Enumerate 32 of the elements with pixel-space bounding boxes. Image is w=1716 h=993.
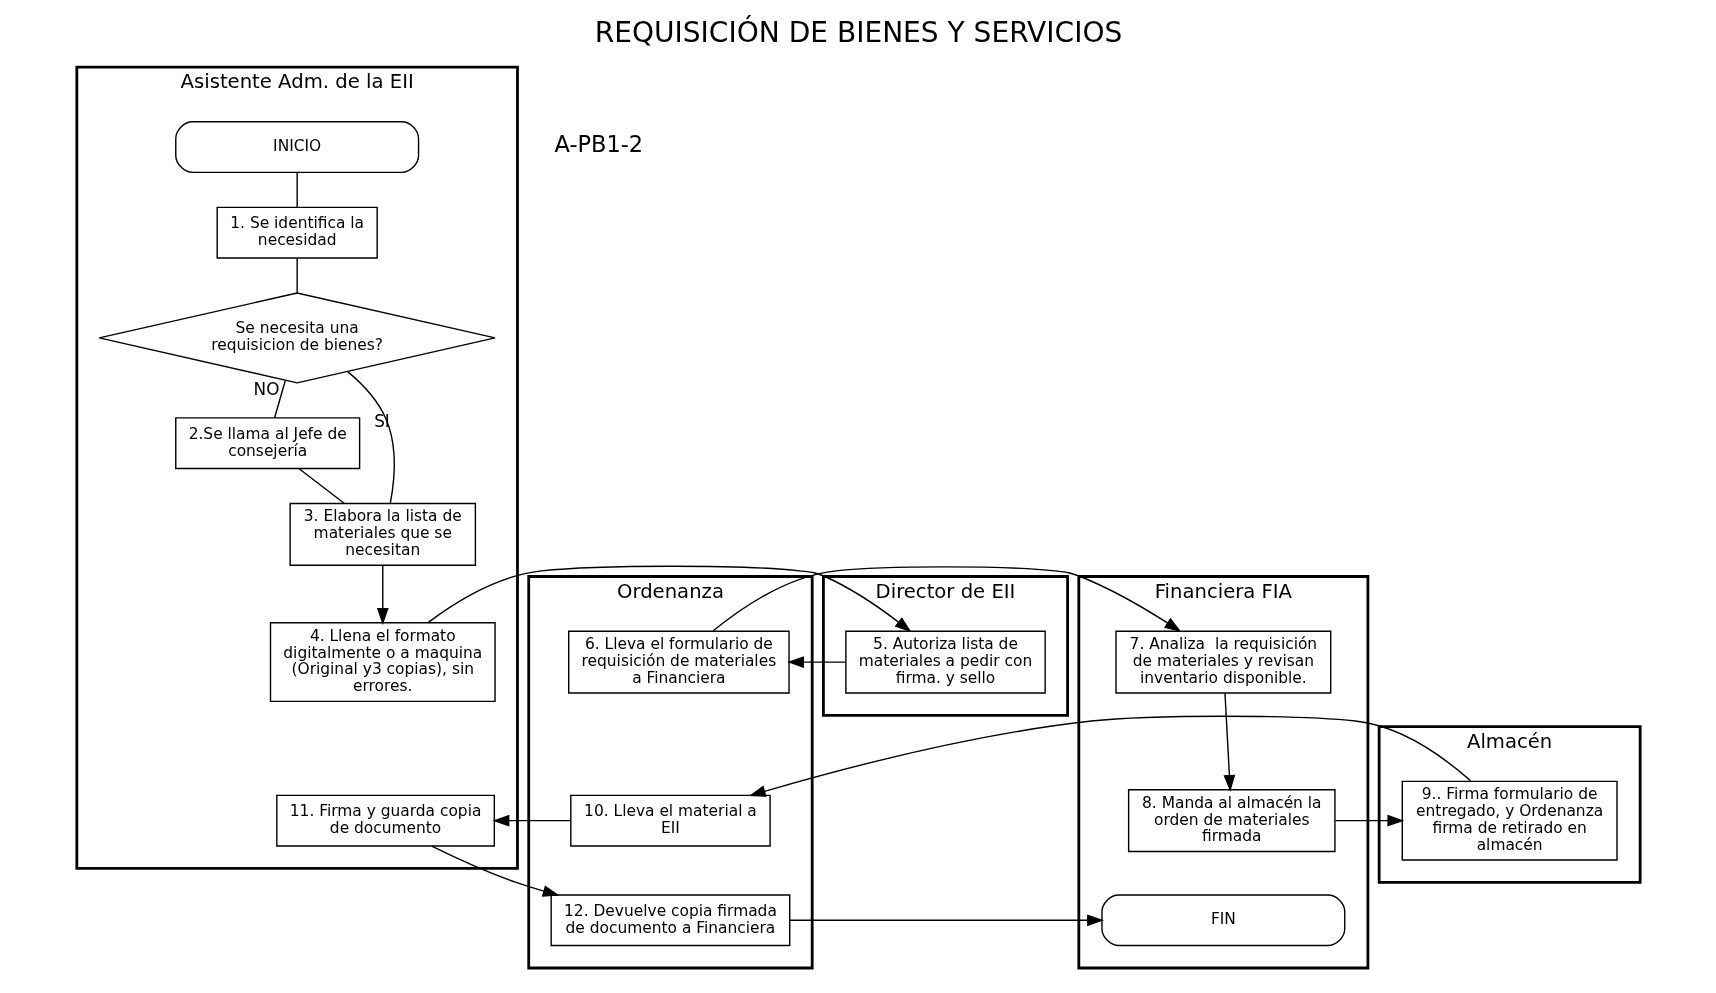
arrow xyxy=(786,656,846,668)
node-box: 10. Lleva el material a EII xyxy=(569,794,771,847)
arrow xyxy=(748,715,1471,797)
node-box: 3. Elabora la lista de materiales que se necesitan xyxy=(288,502,476,566)
node-box: 6. Lleva el formulario de requisición de materiales a Financiera xyxy=(567,630,790,694)
arrow xyxy=(1223,692,1235,792)
arrow xyxy=(492,814,571,827)
connector xyxy=(346,370,395,504)
connector xyxy=(297,468,345,505)
diagram-title: REQUISICIÓN DE BIENES Y SERVICIOS xyxy=(594,15,1122,49)
node-box: 11. Firma y guarda copia de documento xyxy=(275,794,495,847)
node-box: 9.. Firma formulario de entregado, y Ordenanza firma de retirado en almacén xyxy=(1401,780,1618,861)
node-box: FIN xyxy=(1100,894,1345,947)
node-box: INICIO xyxy=(174,121,419,174)
arrow xyxy=(427,565,911,633)
node-box: 8. Manda al almacén la orden de materiales firmada xyxy=(1127,789,1336,853)
edge-label: SI xyxy=(373,410,390,431)
node-box: 12. Devuelve copia firmada de documento a Financiera xyxy=(549,894,790,947)
node-box: 7. Analiza la requisición de materiales y revisan inventario disponible. xyxy=(1114,630,1331,694)
connector xyxy=(273,379,286,419)
arrow xyxy=(788,914,1104,927)
node-box: 2.Se llama al Jefe de consejería xyxy=(174,417,360,470)
node-box: 1. Se identifica la necesidad xyxy=(215,206,378,259)
arrow xyxy=(376,564,389,625)
node-box: 4. Llena el formato digitalmente o a maquina (Original y3 copias), sin errores. xyxy=(269,622,496,703)
arrow xyxy=(430,845,560,897)
arrow xyxy=(1334,814,1404,827)
connector xyxy=(295,257,298,294)
connector xyxy=(295,171,298,208)
node-box: 5. Autoriza lista de materiales a pedir con firma. y sello xyxy=(844,630,1046,694)
arrow xyxy=(712,566,1181,632)
label: A-PB1-2 xyxy=(554,131,643,158)
